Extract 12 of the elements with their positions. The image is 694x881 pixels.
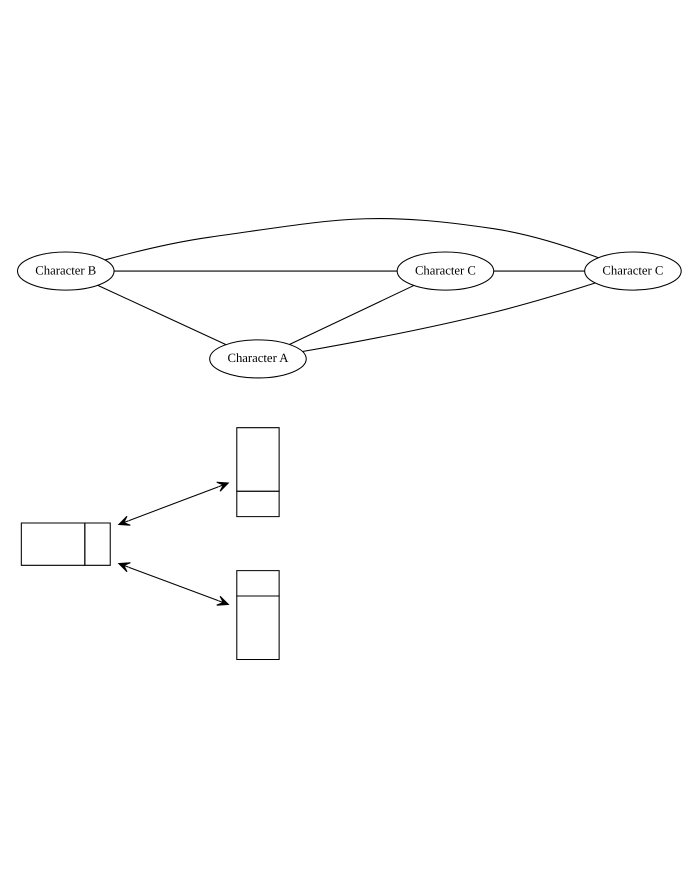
arrow [118,562,229,606]
connector [302,282,596,352]
connector [494,270,585,272]
node-ellipse: Character A [209,338,307,378]
connector [289,284,414,344]
arrow [118,481,229,526]
node-ellipse: Character C [584,250,682,290]
node-ellipse: Character C [396,250,494,290]
connector [98,284,226,345]
node-ellipse: Character B [16,250,115,290]
connector [104,218,598,260]
connector [114,270,398,272]
